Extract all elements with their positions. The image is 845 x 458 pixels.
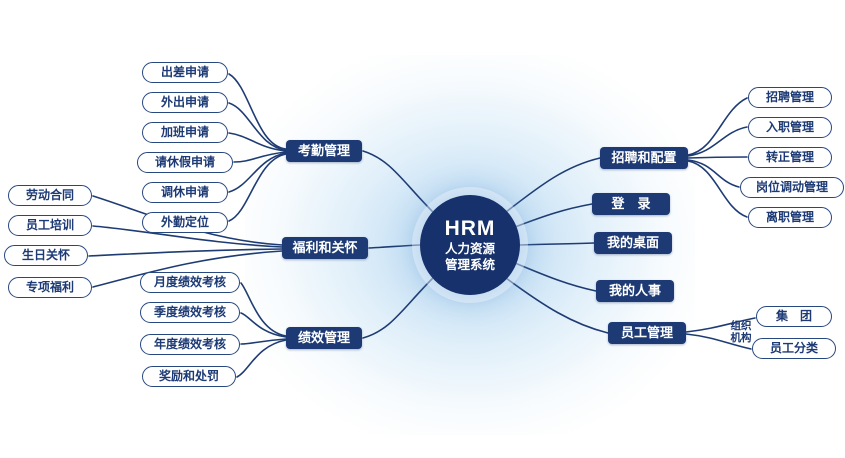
- connector: [687, 156, 748, 159]
- connector: [687, 126, 748, 157]
- connector: [687, 160, 748, 218]
- leaf-onboarding-management[interactable]: 入职管理: [748, 117, 832, 138]
- organization-label-line1: 组织: [730, 320, 752, 332]
- organization-structure-label: 组织 机构: [726, 320, 756, 344]
- connector: [519, 242, 595, 246]
- leaf-position-transfer-management[interactable]: 岗位调动管理: [740, 177, 844, 198]
- branch-my-desktop[interactable]: 我的桌面: [594, 232, 672, 254]
- leaf-field-work-location[interactable]: 外勤定位: [142, 212, 228, 233]
- connector: [505, 157, 601, 213]
- leaf-business-trip-request[interactable]: 出差申请: [142, 62, 228, 83]
- branch-employee-management[interactable]: 员工管理: [608, 322, 686, 344]
- connector: [685, 333, 752, 350]
- connector: [228, 153, 287, 222]
- connector: [92, 250, 283, 288]
- connector: [362, 150, 438, 217]
- leaf-regularization-management[interactable]: 转正管理: [748, 147, 832, 168]
- leaf-labor-contract[interactable]: 劳动合同: [8, 185, 92, 206]
- branch-recruitment-and-configuration[interactable]: 招聘和配置: [600, 147, 688, 169]
- connector: [362, 273, 438, 339]
- center-subtitle-line1: 人力资源: [444, 242, 495, 256]
- organization-label-line2: 机构: [730, 332, 752, 344]
- leaf-employee-category[interactable]: 员工分类: [752, 338, 836, 359]
- connector: [240, 282, 287, 337]
- center-node-hrm[interactable]: HRM 人力资源 管理系统: [420, 195, 520, 295]
- leaf-special-welfare[interactable]: 专项福利: [8, 277, 92, 298]
- connector: [228, 73, 287, 150]
- branch-my-hr[interactable]: 我的人事: [596, 280, 674, 302]
- connector: [228, 152, 287, 193]
- connector: [514, 203, 593, 228]
- leaf-compensatory-leave-request[interactable]: 调休申请: [142, 182, 228, 203]
- connector: [687, 97, 748, 156]
- connector: [228, 132, 287, 152]
- connector: [92, 225, 283, 248]
- leaf-overtime-request[interactable]: 加班申请: [142, 122, 228, 143]
- leaf-leave-request[interactable]: 请休假申请: [137, 152, 233, 173]
- connector: [240, 338, 287, 345]
- leaf-employee-training[interactable]: 员工培训: [8, 215, 92, 236]
- connector: [233, 151, 287, 163]
- leaf-birthday-care[interactable]: 生日关怀: [4, 245, 88, 266]
- center-title: HRM: [444, 217, 496, 240]
- connector: [228, 102, 287, 151]
- leaf-recruitment-management[interactable]: 招聘管理: [748, 87, 832, 108]
- connector: [505, 277, 609, 334]
- connector: [685, 317, 756, 333]
- leaf-group[interactable]: 集 团: [756, 306, 832, 327]
- connector: [368, 244, 421, 249]
- connector: [88, 248, 283, 257]
- branch-login[interactable]: 登 录: [592, 193, 670, 215]
- leaf-resignation-management[interactable]: 离职管理: [748, 207, 832, 228]
- connector: [236, 339, 287, 378]
- branch-performance-management[interactable]: 绩效管理: [286, 327, 362, 349]
- connector: [240, 312, 287, 338]
- leaf-reward-and-punishment[interactable]: 奖励和处罚: [142, 366, 236, 387]
- connector: [687, 159, 740, 188]
- branch-welfare-and-care[interactable]: 福利和关怀: [282, 237, 368, 259]
- leaf-monthly-performance-review[interactable]: 月度绩效考核: [140, 272, 240, 293]
- branch-attendance-management[interactable]: 考勤管理: [286, 140, 362, 162]
- connector: [514, 262, 597, 292]
- leaf-quarterly-performance-review[interactable]: 季度绩效考核: [140, 302, 240, 323]
- leaf-going-out-request[interactable]: 外出申请: [142, 92, 228, 113]
- leaf-annual-performance-review[interactable]: 年度绩效考核: [140, 334, 240, 355]
- center-subtitle-line2: 管理系统: [444, 258, 495, 272]
